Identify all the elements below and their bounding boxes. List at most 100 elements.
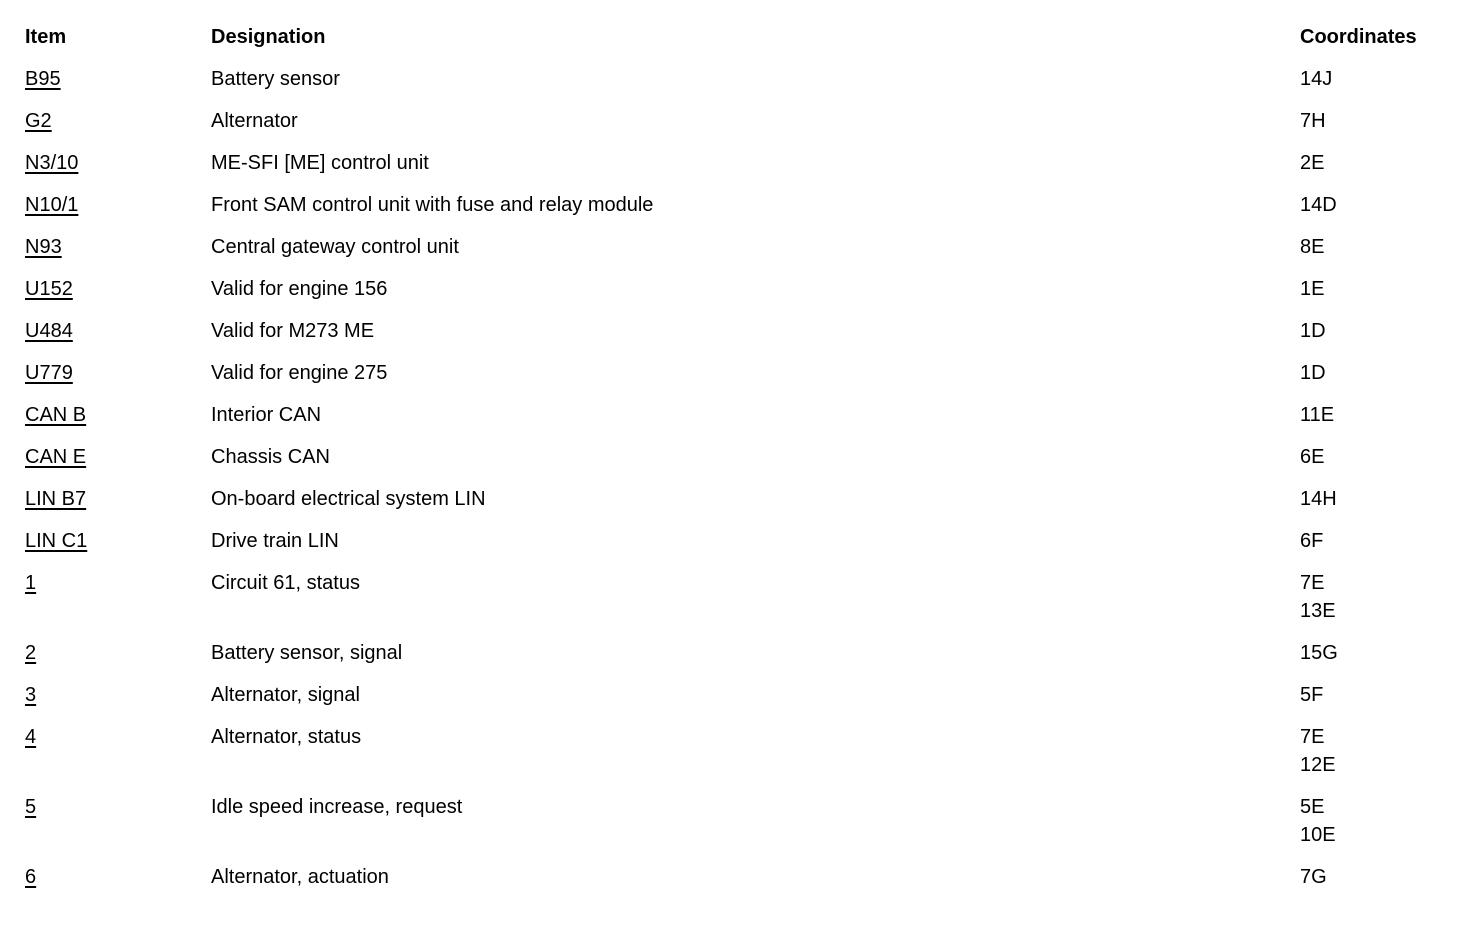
column-header-designation: Designation — [211, 26, 326, 48]
coordinate-value: 6F — [1300, 530, 1324, 552]
table-row: CAN E Chassis CAN 6E — [25, 443, 1460, 485]
coordinate-value: 14D — [1300, 194, 1337, 216]
item-code-link[interactable]: 3 — [25, 684, 37, 706]
coordinate-value: 14J — [1300, 68, 1333, 90]
coordinates-cell: 14D — [1300, 191, 1460, 233]
coordinate-value: 13E — [1300, 600, 1336, 622]
coordinate-value: 5E — [1300, 796, 1325, 818]
item-cell: LIN C1 — [25, 527, 211, 569]
coordinates-cell: 1D — [1300, 317, 1460, 359]
coordinates-cell: 14H — [1300, 485, 1460, 527]
item-code-link[interactable]: LIN C1 — [25, 530, 88, 552]
coordinates-cell: 14J — [1300, 65, 1460, 107]
item-code-link[interactable]: U779 — [25, 362, 73, 384]
item-cell: 5 — [25, 793, 211, 863]
coordinate-value: 8E — [1300, 236, 1325, 258]
item-cell: 6 — [25, 863, 211, 905]
table-body: B95 Battery sensor 14J G2 Alternator 7H … — [25, 65, 1460, 905]
coordinate-value: 7E — [1300, 572, 1325, 594]
coordinates-cell: 6E — [1300, 443, 1460, 485]
item-cell: N3/10 — [25, 149, 211, 191]
designation-text: Alternator — [211, 110, 298, 132]
coordinate-value: 7G — [1300, 866, 1327, 888]
item-code-link[interactable]: N93 — [25, 236, 62, 258]
item-code-link[interactable]: N10/1 — [25, 194, 79, 216]
designation-text: Circuit 61, status — [211, 572, 360, 594]
item-code-link[interactable]: 2 — [25, 642, 37, 664]
item-code-link[interactable]: CAN E — [25, 446, 87, 468]
table-row: N10/1 Front SAM control unit with fuse a… — [25, 191, 1460, 233]
table-row: LIN B7 On-board electrical system LIN 14… — [25, 485, 1460, 527]
coordinate-value: 7E — [1300, 726, 1325, 748]
item-code-link[interactable]: B95 — [25, 68, 61, 90]
item-cell: CAN B — [25, 401, 211, 443]
coordinate-value: 11E — [1300, 404, 1335, 426]
coordinates-cell: 7H — [1300, 107, 1460, 149]
table-row: U779 Valid for engine 275 1D — [25, 359, 1460, 401]
table-row: N93 Central gateway control unit 8E — [25, 233, 1460, 275]
coordinate-value: 10E — [1300, 824, 1336, 846]
designation-text: Alternator, signal — [211, 684, 360, 706]
table-row: B95 Battery sensor 14J — [25, 65, 1460, 107]
designation-text: Central gateway control unit — [211, 236, 459, 258]
designation-text: Battery sensor — [211, 68, 340, 90]
table-row: 2 Battery sensor, signal 15G — [25, 639, 1460, 681]
designation-text: Front SAM control unit with fuse and rel… — [211, 194, 654, 216]
designation-text: Drive train LIN — [211, 530, 339, 552]
table-header-row: Item Designation Coordinates — [25, 23, 1460, 65]
coordinates-cell: 1D — [1300, 359, 1460, 401]
item-code-link[interactable]: 6 — [25, 866, 37, 888]
designation-text: ME-SFI [ME] control unit — [211, 152, 429, 174]
item-code-link[interactable]: CAN B — [25, 404, 87, 426]
designation-text: Alternator, status — [211, 726, 362, 748]
item-code-link[interactable]: 5 — [25, 796, 37, 818]
designation-text: Idle speed increase, request — [211, 796, 463, 818]
coordinate-value: 7H — [1300, 110, 1326, 132]
item-cell: N10/1 — [25, 191, 211, 233]
designation-text: Chassis CAN — [211, 446, 330, 468]
item-cell: 2 — [25, 639, 211, 681]
item-cell: 4 — [25, 723, 211, 793]
item-code-link[interactable]: U152 — [25, 278, 73, 300]
item-cell: 1 — [25, 569, 211, 639]
coordinate-value: 2E — [1300, 152, 1325, 174]
designation-text: Interior CAN — [211, 404, 322, 426]
item-cell: LIN B7 — [25, 485, 211, 527]
coordinate-value: 6E — [1300, 446, 1325, 468]
coordinate-value: 14H — [1300, 488, 1337, 510]
coordinate-value: 1D — [1300, 362, 1326, 384]
item-code-link[interactable]: U484 — [25, 320, 73, 342]
table-row: CAN B Interior CAN 11E — [25, 401, 1460, 443]
item-cell: G2 — [25, 107, 211, 149]
table-row: LIN C1 Drive train LIN 6F — [25, 527, 1460, 569]
coordinates-cell: 8E — [1300, 233, 1460, 275]
table-row: N3/10 ME-SFI [ME] control unit 2E — [25, 149, 1460, 191]
coordinates-cell: 7G — [1300, 863, 1460, 905]
item-cell: U152 — [25, 275, 211, 317]
coordinates-cell: 11E — [1300, 401, 1460, 443]
coordinate-value: 1E — [1300, 278, 1325, 300]
coordinate-value: 12E — [1300, 754, 1336, 776]
column-header-item: Item — [25, 26, 67, 48]
item-cell: 3 — [25, 681, 211, 723]
coordinate-value: 15G — [1300, 642, 1338, 664]
coordinates-cell: 6F — [1300, 527, 1460, 569]
designation-text: Battery sensor, signal — [211, 642, 403, 664]
item-cell: U484 — [25, 317, 211, 359]
table-row: G2 Alternator 7H — [25, 107, 1460, 149]
item-code-link[interactable]: 1 — [25, 572, 37, 594]
item-code-link[interactable]: 4 — [25, 726, 37, 748]
table-row: U484 Valid for M273 ME 1D — [25, 317, 1460, 359]
item-code-link[interactable]: LIN B7 — [25, 488, 87, 510]
designation-text: Valid for M273 ME — [211, 320, 375, 342]
item-code-link[interactable]: G2 — [25, 110, 52, 132]
item-code-link[interactable]: N3/10 — [25, 152, 79, 174]
designation-text: Valid for engine 156 — [211, 278, 388, 300]
